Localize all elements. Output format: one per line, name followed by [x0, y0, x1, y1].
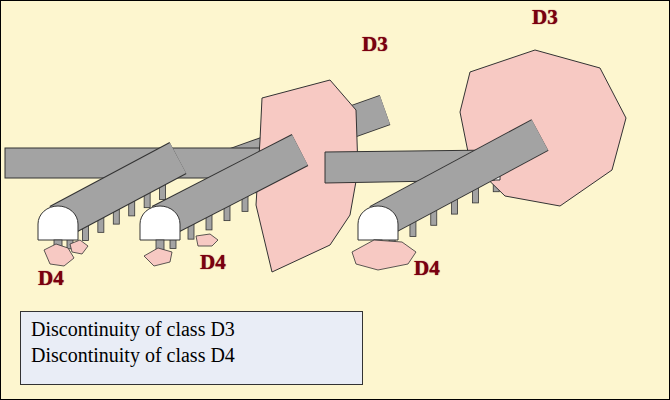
d4-discontinuity — [44, 244, 74, 266]
d4-label: D4 — [414, 256, 440, 281]
legend-text: Discontinuity of class D4 — [31, 342, 352, 368]
d4-discontinuity — [144, 248, 172, 266]
d4-discontinuity — [196, 234, 218, 246]
d3-label: D3 — [362, 32, 388, 57]
drift-tube — [160, 150, 300, 222]
d4-discontinuity — [70, 240, 88, 254]
drift-tube — [378, 135, 540, 222]
drift-face — [38, 206, 78, 240]
d3-label: D3 — [532, 5, 558, 30]
drift-tube — [378, 135, 540, 222]
legend-box: Discontinuity of class D3Discontinuity o… — [20, 311, 363, 385]
d4-label: D4 — [200, 250, 226, 275]
drift-tube — [160, 150, 300, 222]
drift-face — [358, 206, 398, 240]
legend-text: Discontinuity of class D3 — [31, 316, 352, 342]
d4-label: D4 — [38, 266, 64, 291]
d4-discontinuity — [352, 240, 416, 270]
drift-face — [140, 206, 180, 240]
